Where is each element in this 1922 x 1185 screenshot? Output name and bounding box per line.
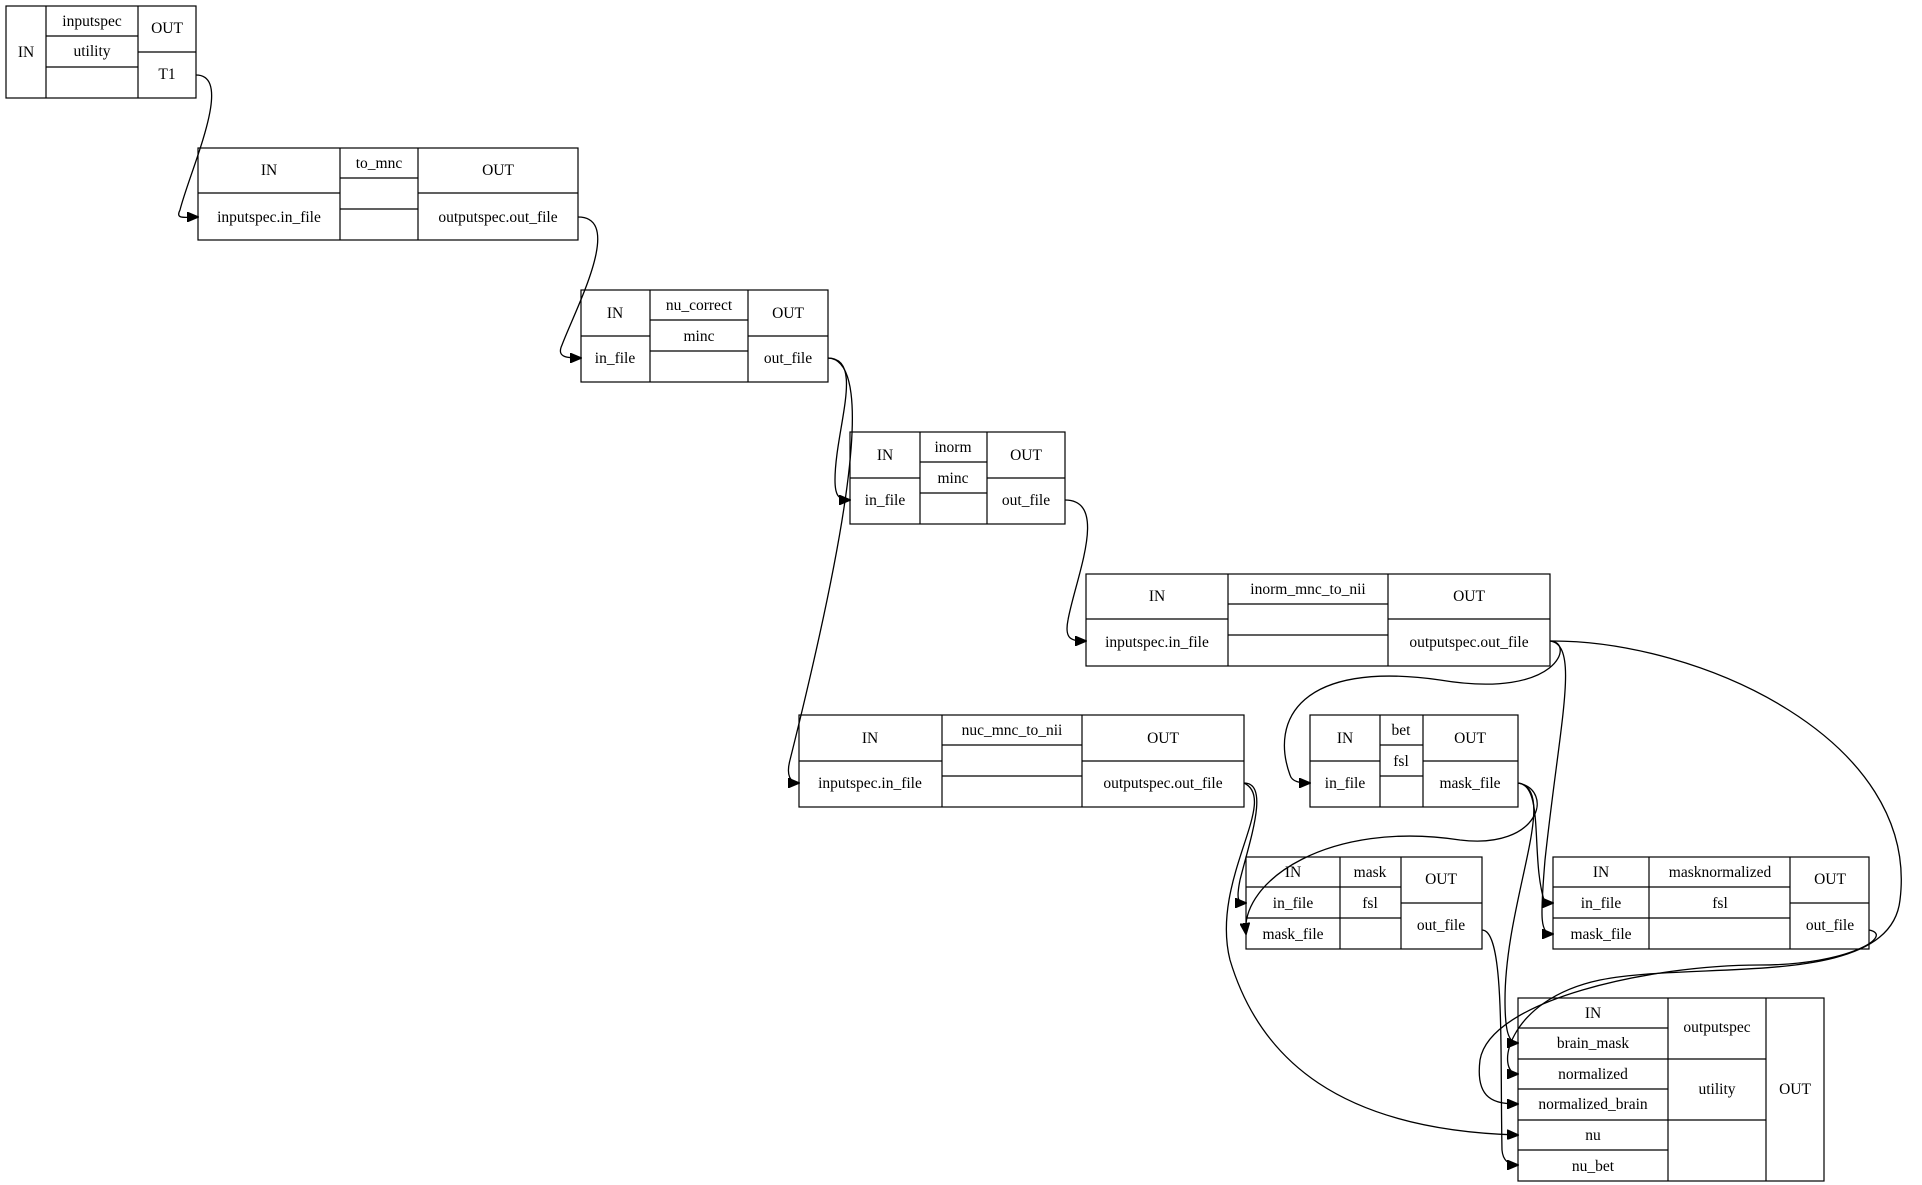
node-outputspec[interactable]: IN outputspec utility OUT brain_mask nor… <box>1517 997 1825 1182</box>
node-masknormalized[interactable]: IN masknormalized fsl OUT in_file mask_f… <box>1552 856 1870 950</box>
node-in-label: IN <box>607 305 623 322</box>
node-in-label: IN <box>1585 1005 1601 1022</box>
node-out-label: OUT <box>1147 730 1179 747</box>
node-name: outputspec <box>1683 1019 1750 1036</box>
port-in-normalized[interactable]: normalized <box>1558 1066 1628 1083</box>
port-out-outputspec-out-file[interactable]: outputspec.out_file <box>1103 775 1222 792</box>
port-in-inputspec-in-file[interactable]: inputspec.in_file <box>1105 634 1209 651</box>
port-in-normalized-brain[interactable]: normalized_brain <box>1538 1096 1648 1113</box>
node-in-label: IN <box>1285 864 1301 881</box>
edge-nuc-mnc-to-nii-mask <box>1238 782 1258 903</box>
node-out-label: OUT <box>772 305 804 322</box>
port-in-inputspec-in-file[interactable]: inputspec.in_file <box>217 209 321 226</box>
edge-bet-outputspec <box>1504 782 1535 1043</box>
node-name: nuc_mnc_to_nii <box>962 722 1063 739</box>
edge-nu-correct-nuc-mnc-to-nii <box>787 357 853 783</box>
node-in-label: IN <box>1149 588 1165 605</box>
port-in-in-file[interactable]: in_file <box>865 492 906 509</box>
edge-inorm-mnc-to-nii-bet <box>1283 640 1561 783</box>
node-name: to_mnc <box>356 155 403 172</box>
edge-inorm-inorm-mnc-to-nii <box>1064 499 1089 641</box>
port-in-mask-file[interactable]: mask_file <box>1570 926 1631 943</box>
edge-bet-mask <box>1246 782 1538 934</box>
node-mask[interactable]: IN mask fsl OUT in_file mask_file out_fi… <box>1245 856 1483 950</box>
edge-masknormalized-outputspec <box>1478 929 1877 1104</box>
node-name: mask <box>1354 864 1387 881</box>
node-interface: minc <box>938 470 969 487</box>
node-out-label: OUT <box>1425 871 1457 888</box>
node-out-label: OUT <box>1814 871 1846 888</box>
node-name: inorm <box>934 439 971 456</box>
node-name: bet <box>1392 722 1412 739</box>
node-bet[interactable]: IN bet fsl OUT in_file mask_file <box>1309 714 1519 808</box>
edge-inputspec-to-mnc <box>178 74 213 217</box>
port-in-in-file[interactable]: in_file <box>1581 895 1622 912</box>
port-in-in-file[interactable]: in_file <box>1325 775 1366 792</box>
port-in-nu[interactable]: nu <box>1585 1127 1601 1144</box>
port-out-T1[interactable]: T1 <box>158 66 175 83</box>
node-name: inputspec <box>62 13 122 30</box>
node-interface: utility <box>1698 1081 1735 1098</box>
port-out-out-file[interactable]: out_file <box>1417 917 1465 934</box>
node-nuc-mnc-to-nii[interactable]: IN nuc_mnc_to_nii OUT inputspec.in_file … <box>798 714 1245 808</box>
edge-mask-outputspec <box>1481 929 1518 1165</box>
port-in-in-file[interactable]: in_file <box>595 350 636 367</box>
node-out-label: OUT <box>1453 588 1485 605</box>
edge-bet-masknormalized <box>1517 782 1553 904</box>
port-in-mask-file[interactable]: mask_file <box>1262 926 1323 943</box>
node-out-label: OUT <box>151 20 183 37</box>
port-in-nu-bet[interactable]: nu_bet <box>1572 1158 1615 1175</box>
node-out-label: OUT <box>1454 730 1486 747</box>
node-in-label: IN <box>18 44 34 61</box>
edge-inorm-mnc-to-nii-masknormalized <box>1541 640 1567 934</box>
node-nu-correct[interactable]: IN nu_correct minc OUT in_file out_file <box>580 289 829 383</box>
node-interface: fsl <box>1712 895 1728 912</box>
port-out-outputspec-out-file[interactable]: outputspec.out_file <box>438 209 557 226</box>
node-to-mnc[interactable]: IN to_mnc OUT inputspec.in_file outputsp… <box>197 147 579 241</box>
edge-nuc-mnc-to-nii-outputspec <box>1225 782 1518 1135</box>
port-in-inputspec-in-file[interactable]: inputspec.in_file <box>818 775 922 792</box>
node-out-label: OUT <box>482 162 514 179</box>
node-inorm-mnc-to-nii[interactable]: IN inorm_mnc_to_nii OUT inputspec.in_fil… <box>1085 573 1551 667</box>
node-name: masknormalized <box>1669 864 1772 881</box>
port-out-out-file[interactable]: out_file <box>764 350 812 367</box>
node-in-label: IN <box>1337 730 1353 747</box>
node-name: nu_correct <box>666 297 733 314</box>
node-in-label: IN <box>1593 864 1609 881</box>
node-interface: minc <box>684 328 715 345</box>
node-out-label: OUT <box>1779 1081 1811 1098</box>
node-inputspec[interactable]: IN inputspec utility OUT T1 <box>5 5 197 99</box>
node-in-label: IN <box>877 447 893 464</box>
edges <box>178 74 1902 1165</box>
node-out-label: OUT <box>1010 447 1042 464</box>
edge-to-mnc-nu-correct <box>559 216 599 358</box>
port-in-brain-mask[interactable]: brain_mask <box>1557 1035 1630 1052</box>
edge-nu-correct-inorm <box>827 357 850 500</box>
node-interface: utility <box>73 43 110 60</box>
port-out-mask-file[interactable]: mask_file <box>1439 775 1500 792</box>
port-out-out-file[interactable]: out_file <box>1806 917 1854 934</box>
node-in-label: IN <box>862 730 878 747</box>
port-in-in-file[interactable]: in_file <box>1273 895 1314 912</box>
node-name: inorm_mnc_to_nii <box>1250 581 1366 598</box>
node-inorm[interactable]: IN inorm minc OUT in_file out_file <box>849 431 1066 525</box>
node-in-label: IN <box>261 162 277 179</box>
port-out-out-file[interactable]: out_file <box>1002 492 1050 509</box>
port-out-outputspec-out-file[interactable]: outputspec.out_file <box>1409 634 1528 651</box>
node-interface: fsl <box>1393 753 1409 770</box>
node-interface: fsl <box>1362 895 1378 912</box>
